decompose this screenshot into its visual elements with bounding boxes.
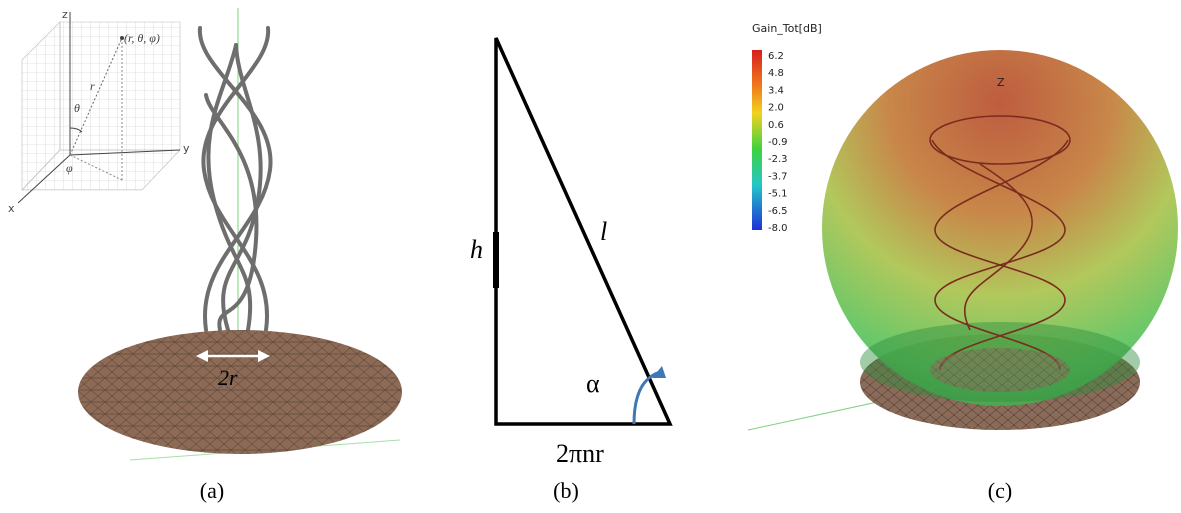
- helix-wire-5: [204, 93, 259, 332]
- r-label: r: [90, 79, 95, 93]
- helix-wire-3: [221, 43, 263, 332]
- legend-tick-label: -8.0: [768, 223, 788, 234]
- h-label: h: [470, 235, 483, 264]
- base-label: 2πnr: [556, 439, 604, 468]
- legend-tick-label: -5.1: [768, 189, 788, 200]
- inner-ground-mesh: [930, 348, 1070, 392]
- axis-y-label: y: [183, 142, 190, 155]
- legend-tick-label: 2.0: [768, 103, 784, 114]
- legend-colorbar: [752, 50, 762, 230]
- inset-back-wall: [59, 21, 181, 151]
- panel-a-drawing: z y x (r, θ, φ) r θ φ 2r: [8, 8, 402, 461]
- alpha-arc: [632, 370, 661, 425]
- helix-wire-1: [197, 26, 273, 332]
- x-axis-line: [17, 154, 71, 204]
- legend-tick-label: 6.2: [768, 51, 784, 62]
- caption-a: (a): [199, 478, 225, 503]
- legend-tick-label: -6.5: [768, 206, 788, 217]
- point-label: (r, θ, φ): [124, 31, 160, 45]
- phi-label: φ: [66, 161, 73, 175]
- axis-x-label: x: [8, 202, 15, 215]
- helix-wire-2: [201, 26, 271, 332]
- legend-tick-label: 3.4: [768, 85, 784, 96]
- l-label: l: [600, 217, 607, 246]
- legend-tick-labels: 6.2 4.8 3.4 2.0 0.6 -0.9 -2.3 -3.7 -5.1 -6.5 -8.0: [768, 51, 788, 234]
- axis-z-label: z: [62, 8, 68, 21]
- panel-c: Gain_Tot[dB] 6.2 4.8 3.4 2.0 0.6 -0.9 -2.3 -3.7…: [720, 0, 1181, 513]
- y-axis-line: [69, 149, 181, 156]
- diameter-label: 2r: [218, 365, 238, 390]
- caption-b: (b): [553, 478, 579, 503]
- panel-c-drawing: Gain_Tot[dB] 6.2 4.8 3.4 2.0 0.6 -0.9 -2.3 -3.7…: [747, 22, 1178, 431]
- radiation-pattern-sphere: [822, 50, 1178, 406]
- theta-label: θ: [74, 101, 80, 115]
- quadrifilar-helix: [197, 26, 273, 332]
- alpha-arrowhead: [652, 366, 666, 378]
- caption-c: (c): [987, 478, 1013, 503]
- right-triangle: [494, 37, 673, 426]
- panel-b-drawing: h l α 2πnr: [470, 37, 673, 468]
- diameter-arrow: [196, 350, 270, 362]
- legend-tick-label: -2.3: [768, 154, 788, 165]
- panel-a: z y x (r, θ, φ) r θ φ 2r (a): [0, 0, 420, 513]
- theta-arc: [69, 127, 83, 133]
- helix-wire-c2: [934, 139, 1069, 371]
- point-marker: [120, 36, 124, 40]
- z-axis-label: Z: [997, 76, 1005, 89]
- legend-title: Gain_Tot[dB]: [752, 22, 822, 35]
- helix-wire-c3: [963, 163, 1033, 331]
- coordinate-inset: z y x (r, θ, φ) r θ φ: [8, 8, 190, 215]
- alpha-label: α: [586, 369, 600, 398]
- ground-plane: [78, 330, 402, 454]
- r-vector: [69, 37, 123, 156]
- helix-inside-sphere: [929, 115, 1071, 371]
- panel-b: h l α 2πnr (b): [420, 0, 720, 513]
- legend-tick-label: 4.8: [768, 68, 784, 79]
- legend-tick-label: -0.9: [768, 137, 788, 148]
- helix-top-ring: [929, 115, 1071, 165]
- legend-tick-label: -3.7: [768, 171, 788, 182]
- floor-projection: [69, 154, 123, 181]
- legend-tick-label: 0.6: [768, 120, 784, 131]
